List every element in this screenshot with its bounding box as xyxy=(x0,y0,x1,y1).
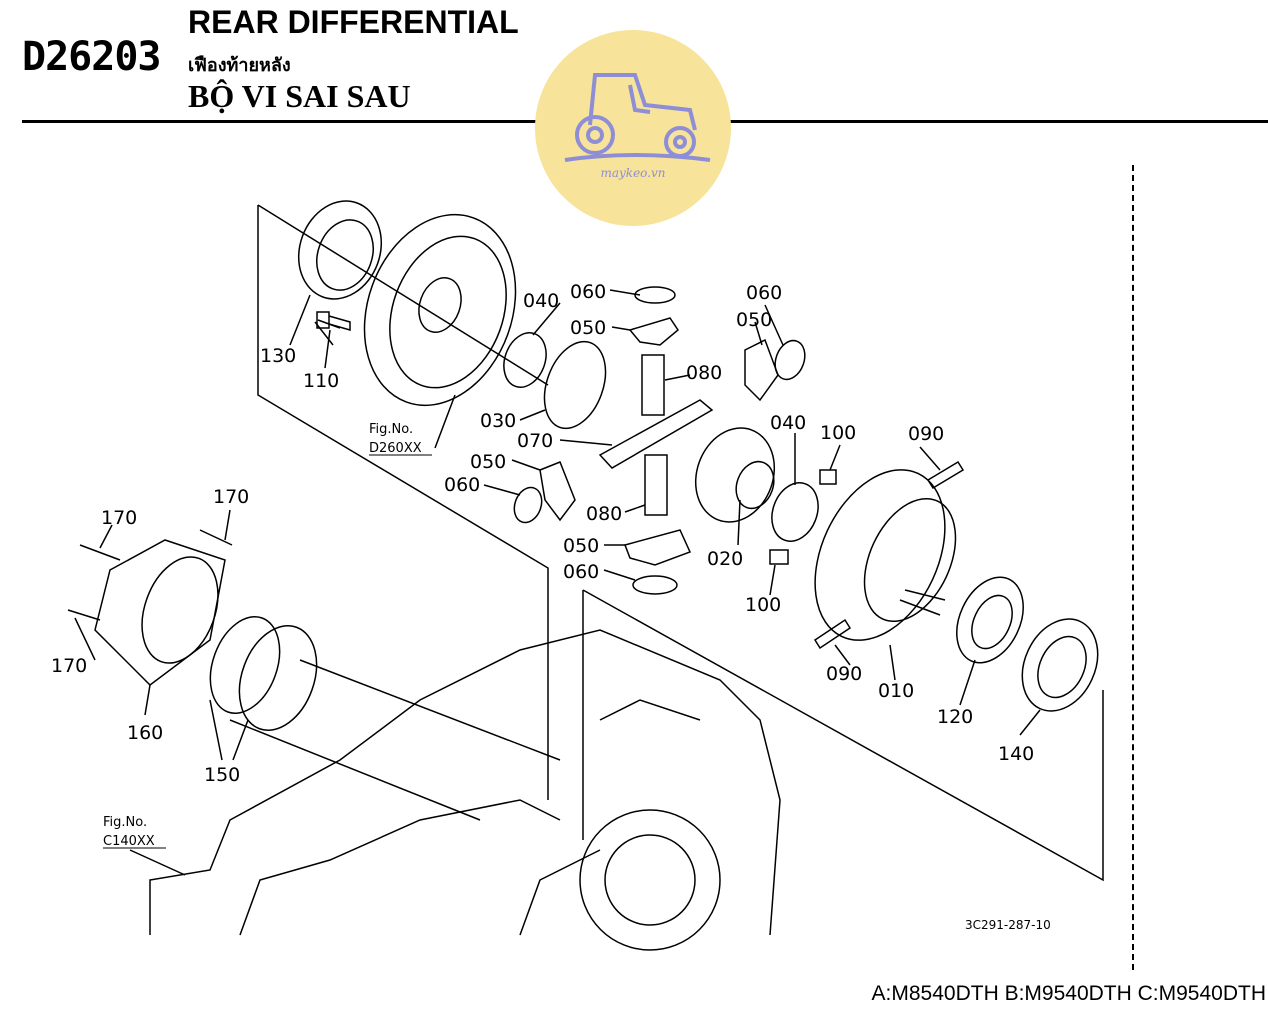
callout-label: 090 xyxy=(908,423,944,445)
page-code: D26203 xyxy=(22,34,161,80)
callout-label: 020 xyxy=(707,548,743,570)
fig-ref-number: C140XX xyxy=(103,834,155,849)
page-border-dashed xyxy=(1132,165,1134,970)
callout-label: 070 xyxy=(517,430,553,452)
fig-ref-number: D260XX xyxy=(369,441,422,456)
callout-label: 110 xyxy=(303,370,339,392)
callout-label: 030 xyxy=(480,410,516,432)
callout-label: 050 xyxy=(736,309,772,331)
model-list: A:M8540DTH B:M9540DTH C:M9540DTH xyxy=(871,982,1266,1005)
callout-label: 080 xyxy=(686,362,722,384)
callout-label: 100 xyxy=(745,594,781,616)
callout-label: 100 xyxy=(820,422,856,444)
callout-label: 060 xyxy=(563,561,599,583)
callout-label: 170 xyxy=(51,655,87,677)
fig-ref-label: Fig.No. xyxy=(103,815,147,830)
watermark-text: maykeo.vn xyxy=(600,166,665,180)
drawing-reference: 3C291-287-10 xyxy=(965,918,1051,932)
title-english: REAR DIFFERENTIAL xyxy=(188,4,519,40)
callout-label: 060 xyxy=(746,282,782,304)
callout-label: 120 xyxy=(937,706,973,728)
callout-label: 140 xyxy=(998,743,1034,765)
callout-label: 090 xyxy=(826,663,862,685)
callout-label: 170 xyxy=(101,507,137,529)
title-thai: เฟืองท้ายหลัง xyxy=(188,55,291,76)
callout-label: 040 xyxy=(523,290,559,312)
callout-label: 040 xyxy=(770,412,806,434)
callout-label: 050 xyxy=(570,317,606,339)
callout-label: 160 xyxy=(127,722,163,744)
callout-label: 060 xyxy=(444,474,480,496)
title-vietnamese: BỘ VI SAI SAU xyxy=(188,78,411,114)
callout-label: 170 xyxy=(213,486,249,508)
tractor-icon xyxy=(564,73,711,162)
callout-label: 080 xyxy=(586,503,622,525)
callout-label: 060 xyxy=(570,281,606,303)
fig-ref-label: Fig.No. xyxy=(369,422,413,437)
callout-label: 010 xyxy=(878,680,914,702)
callout-label: 130 xyxy=(260,345,296,367)
watermark-logo: maykeo.vn xyxy=(535,30,731,226)
callout-label: 050 xyxy=(563,535,599,557)
callout-label: 150 xyxy=(204,764,240,786)
callout-label: 050 xyxy=(470,451,506,473)
